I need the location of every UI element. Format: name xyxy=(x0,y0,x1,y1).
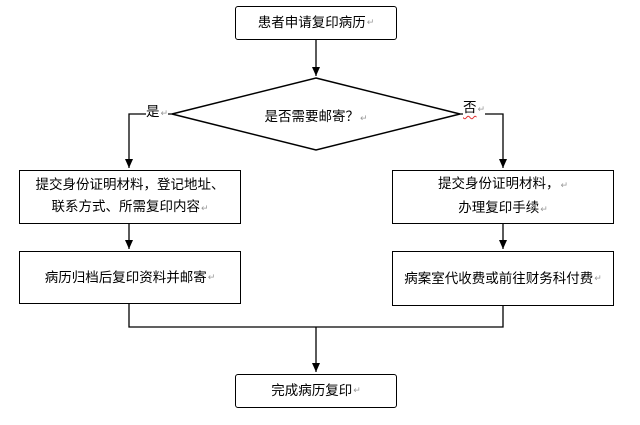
right-step1-line2: 办理复印手续 xyxy=(458,200,540,216)
merge-line xyxy=(128,304,504,328)
arrow-yes-branch xyxy=(125,113,172,168)
paragraph-mark: ↵ xyxy=(560,181,569,191)
right-step2-text: 病案室代收费或前往财务科付费 xyxy=(404,270,594,287)
end-node: 完成病历复印↵ xyxy=(235,374,397,408)
start-node: 患者申请复印病历↵ xyxy=(235,6,397,40)
paragraph-mark: ↵ xyxy=(594,273,602,284)
left-step1-line2: 联系方式、所需复印内容 xyxy=(51,199,200,215)
end-node-text: 完成病历复印 xyxy=(271,383,353,399)
start-node-text: 患者申请复印病历 xyxy=(257,15,366,31)
right-step1-node: 提交身份证明材料，↵ 办理复印手续↵ xyxy=(392,170,614,224)
yes-label: 是↵ xyxy=(146,104,169,122)
paragraph-mark: ↵ xyxy=(207,272,216,283)
paragraph-mark: ↵ xyxy=(477,105,486,115)
paragraph-mark: ↵ xyxy=(540,205,548,215)
paragraph-mark: ↵ xyxy=(200,204,209,214)
right-step1-line1: 提交身份证明材料， xyxy=(437,176,560,192)
right-step2-node: 病案室代收费或前往财务科付费↵ xyxy=(392,251,614,306)
left-step2-node: 病历归档后复印资料并邮寄↵ xyxy=(19,251,241,304)
paragraph-mark: ↵ xyxy=(366,18,375,28)
decision-node-text: 是否需要邮寄？↵ xyxy=(264,109,368,125)
no-label: 否↵ xyxy=(463,100,486,118)
left-step1-node: 提交身份证明材料，登记地址、 联系方式、所需复印内容↵ xyxy=(19,170,241,224)
left-step2-text: 病历归档后复印资料并邮寄 xyxy=(44,269,207,286)
paragraph-mark: ↵ xyxy=(160,109,169,119)
arrow-no-branch xyxy=(460,113,507,168)
left-step1-line1: 提交身份证明材料，登记地址、 xyxy=(35,177,225,193)
paragraph-mark: ↵ xyxy=(353,386,361,396)
decision-diamond xyxy=(171,77,461,151)
paragraph-mark: ↵ xyxy=(359,114,368,124)
